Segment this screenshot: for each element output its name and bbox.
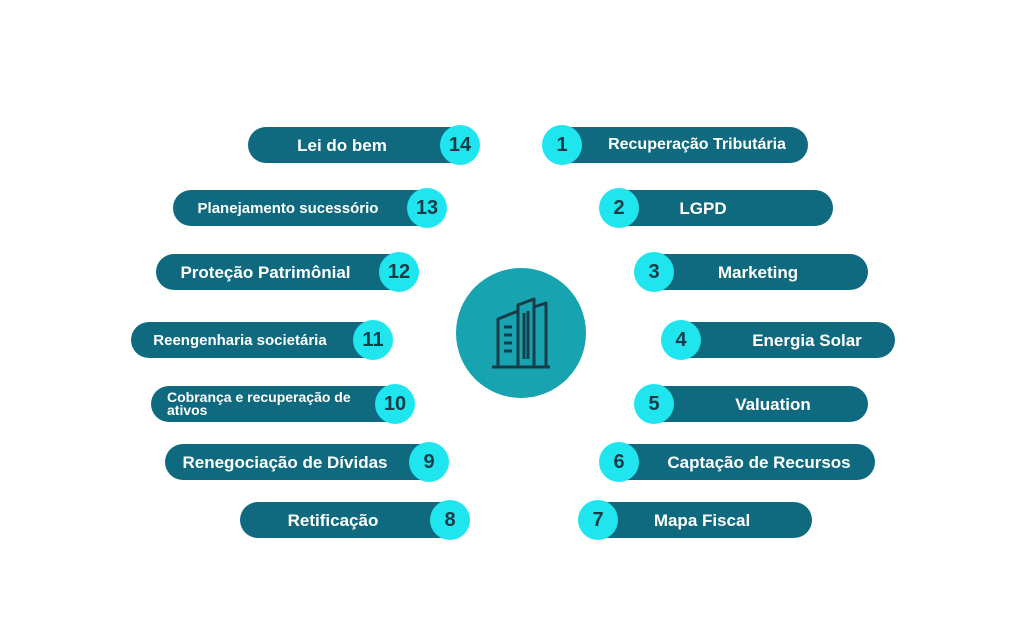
service-pill-protecao-patrimonial: Proteção Patrimônial 12 xyxy=(156,252,419,292)
pill-label: Renegociação de Dívidas xyxy=(182,452,388,472)
number-badge: 2 xyxy=(599,188,639,228)
service-pill-lei-do-bem: Lei do bem 14 xyxy=(248,125,480,165)
pill-label: Reengenharia societária xyxy=(153,331,327,349)
number-badge: 13 xyxy=(407,188,447,228)
number-badge: 5 xyxy=(634,384,674,424)
service-pill-reengenharia-societaria: Reengenharia societária 11 xyxy=(131,320,393,360)
service-pill-marketing: 3 Marketing xyxy=(634,252,868,292)
service-pill-planejamento-sucessorio: Planejamento sucessório 13 xyxy=(173,188,447,228)
pill-label: Lei do bem xyxy=(297,135,387,155)
number-badge: 3 xyxy=(634,252,674,292)
pill-label: Planejamento sucessório xyxy=(197,199,379,217)
number-badge: 11 xyxy=(353,320,393,360)
pill-label: LGPD xyxy=(679,198,727,218)
pill-label: Mapa Fiscal xyxy=(653,510,751,530)
number-badge: 7 xyxy=(578,500,618,540)
service-pill-retificacao: Retificação 8 xyxy=(240,500,470,540)
number-badge: 14 xyxy=(440,125,480,165)
service-pill-mapa-fiscal: 7 Mapa Fiscal xyxy=(578,500,812,540)
service-pill-valuation: 5 Valuation xyxy=(634,384,868,424)
building-icon xyxy=(492,297,550,369)
pill-label: Cobrança e recuperação de ativos xyxy=(167,389,351,418)
number-badge: 1 xyxy=(542,125,582,165)
service-pill-cobranca-recuperacao-ativos: Cobrança e recuperação de ativos 10 xyxy=(151,384,415,424)
pill-label: Recuperação Tributária xyxy=(608,136,786,153)
number-badge: 6 xyxy=(599,442,639,482)
number-badge: 8 xyxy=(430,500,470,540)
pill-label: Captação de Recursos xyxy=(667,452,851,472)
number-badge: 4 xyxy=(661,320,701,360)
number-badge: 9 xyxy=(409,442,449,482)
number-badge: 10 xyxy=(375,384,415,424)
pill-label: Valuation xyxy=(735,394,811,414)
pill-label: Marketing xyxy=(717,262,799,282)
pill-label: Retificação xyxy=(287,510,379,530)
center-circle xyxy=(456,268,586,398)
service-pill-renegociacao-dividas: Renegociação de Dívidas 9 xyxy=(165,442,449,482)
service-pill-energia-solar: 4 Energia Solar xyxy=(661,320,895,360)
service-pill-captacao-recursos: 6 Captação de Recursos xyxy=(599,442,875,482)
service-pill-recuperacao-tributaria: 1 Recuperação Tributária xyxy=(542,125,808,165)
pill-label: Proteção Patrimônial xyxy=(180,262,351,282)
pill-label: Energia Solar xyxy=(752,330,862,350)
number-badge: 12 xyxy=(379,252,419,292)
service-pill-lgpd: 2 LGPD xyxy=(599,188,833,228)
